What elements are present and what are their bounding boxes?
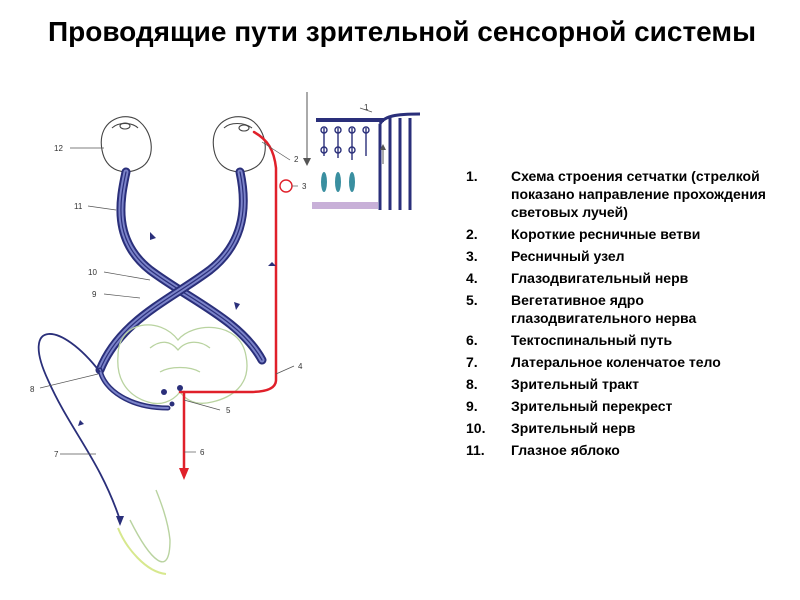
callout-4: 4 [298, 362, 303, 371]
legend-text: Схема строения сетчатки (стрелкой показа… [511, 168, 766, 220]
legend-text: Зрительный нерв [511, 420, 636, 436]
legend-text: Тектоспинальный путь [511, 332, 673, 348]
legend-text: Глазное яблоко [511, 442, 620, 458]
legend-item: 1. Схема строения сетчатки (стрелкой пока… [466, 167, 766, 221]
left-eyeball [100, 116, 152, 173]
callout-8: 8 [30, 385, 35, 394]
callout-2: 2 [294, 155, 299, 164]
callout-7: 7 [54, 450, 59, 459]
legend-list: 1. Схема строения сетчатки (стрелкой пока… [466, 167, 766, 463]
legend-text: Зрительный тракт [511, 376, 640, 392]
legend-item: 11. Глазное яблоко [466, 441, 766, 459]
slide-title: Проводящие пути зрительной сенсорной сис… [48, 16, 757, 47]
legend-item: 10. Зрительный нерв [466, 419, 766, 437]
legend-text: Ресничный узел [511, 248, 625, 264]
optic-nerves [95, 167, 267, 411]
legend-number: 5. [466, 292, 478, 308]
callout-1: 1 [364, 103, 369, 112]
legend-number: 11. [466, 442, 485, 458]
legend-number: 9. [466, 398, 478, 414]
callout-9: 9 [92, 290, 97, 299]
callout-12: 12 [54, 144, 63, 153]
legend-number: 4. [466, 270, 478, 286]
brain-section-outline [117, 324, 248, 405]
legend-number: 6. [466, 332, 478, 348]
callout-3: 3 [302, 182, 307, 191]
descending-fiber [37, 333, 171, 575]
light-ray-arrow [303, 92, 311, 166]
legend-item: 2. Короткие ресничные ветви [466, 225, 766, 243]
callout-6: 6 [200, 448, 205, 457]
legend-text: Вегетативное ядро глазодвигательного нер… [511, 292, 697, 326]
legend-item: 8. Зрительный тракт [466, 375, 766, 393]
callout-labels: 12 11 10 9 8 7 6 5 4 3 2 1 [30, 103, 369, 459]
legend-text: Зрительный перекрест [511, 398, 673, 414]
legend-number: 2. [466, 226, 478, 242]
legend-text: Короткие ресничные ветви [511, 226, 701, 242]
legend-item: 3. Ресничный узел [466, 247, 766, 265]
legend-item: 9. Зрительный перекрест [466, 397, 766, 415]
legend-number: 7. [466, 354, 478, 370]
legend-number: 3. [466, 248, 478, 264]
legend-number: 8. [466, 376, 478, 392]
legend-text: Глазодвигательный нерв [511, 270, 689, 286]
legend-item: 6. Тектоспинальный путь [466, 331, 766, 349]
callout-5: 5 [226, 406, 231, 415]
callout-11: 11 [74, 202, 83, 211]
legend-number: 1. [466, 168, 478, 184]
callout-leaders [39, 107, 373, 455]
legend-number: 10. [466, 420, 486, 436]
retina-schema [312, 112, 421, 210]
legend-item: 5. Вегетативное ядро глазодвигательного н… [466, 291, 766, 327]
legend-item: 4. Глазодвигательный нерв [466, 269, 766, 287]
direction-arrows [78, 232, 276, 426]
callout-10: 10 [88, 268, 97, 277]
right-eyeball [212, 116, 266, 173]
nucleus-markers [161, 385, 183, 407]
legend-text: Латеральное коленчатое тело [511, 354, 721, 370]
legend-item: 7. Латеральное коленчатое тело [466, 353, 766, 371]
